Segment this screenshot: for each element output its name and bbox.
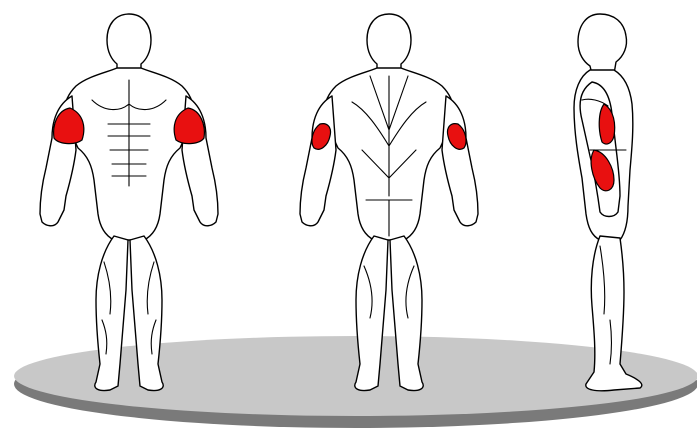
back-view-figure — [300, 14, 478, 391]
side-head — [578, 14, 627, 74]
front-head — [107, 14, 151, 72]
back-head — [367, 14, 411, 72]
side-view-figure — [574, 14, 642, 391]
back-arm-right — [442, 96, 478, 226]
front-view-figure — [40, 14, 218, 391]
back-arm-left — [300, 96, 336, 226]
